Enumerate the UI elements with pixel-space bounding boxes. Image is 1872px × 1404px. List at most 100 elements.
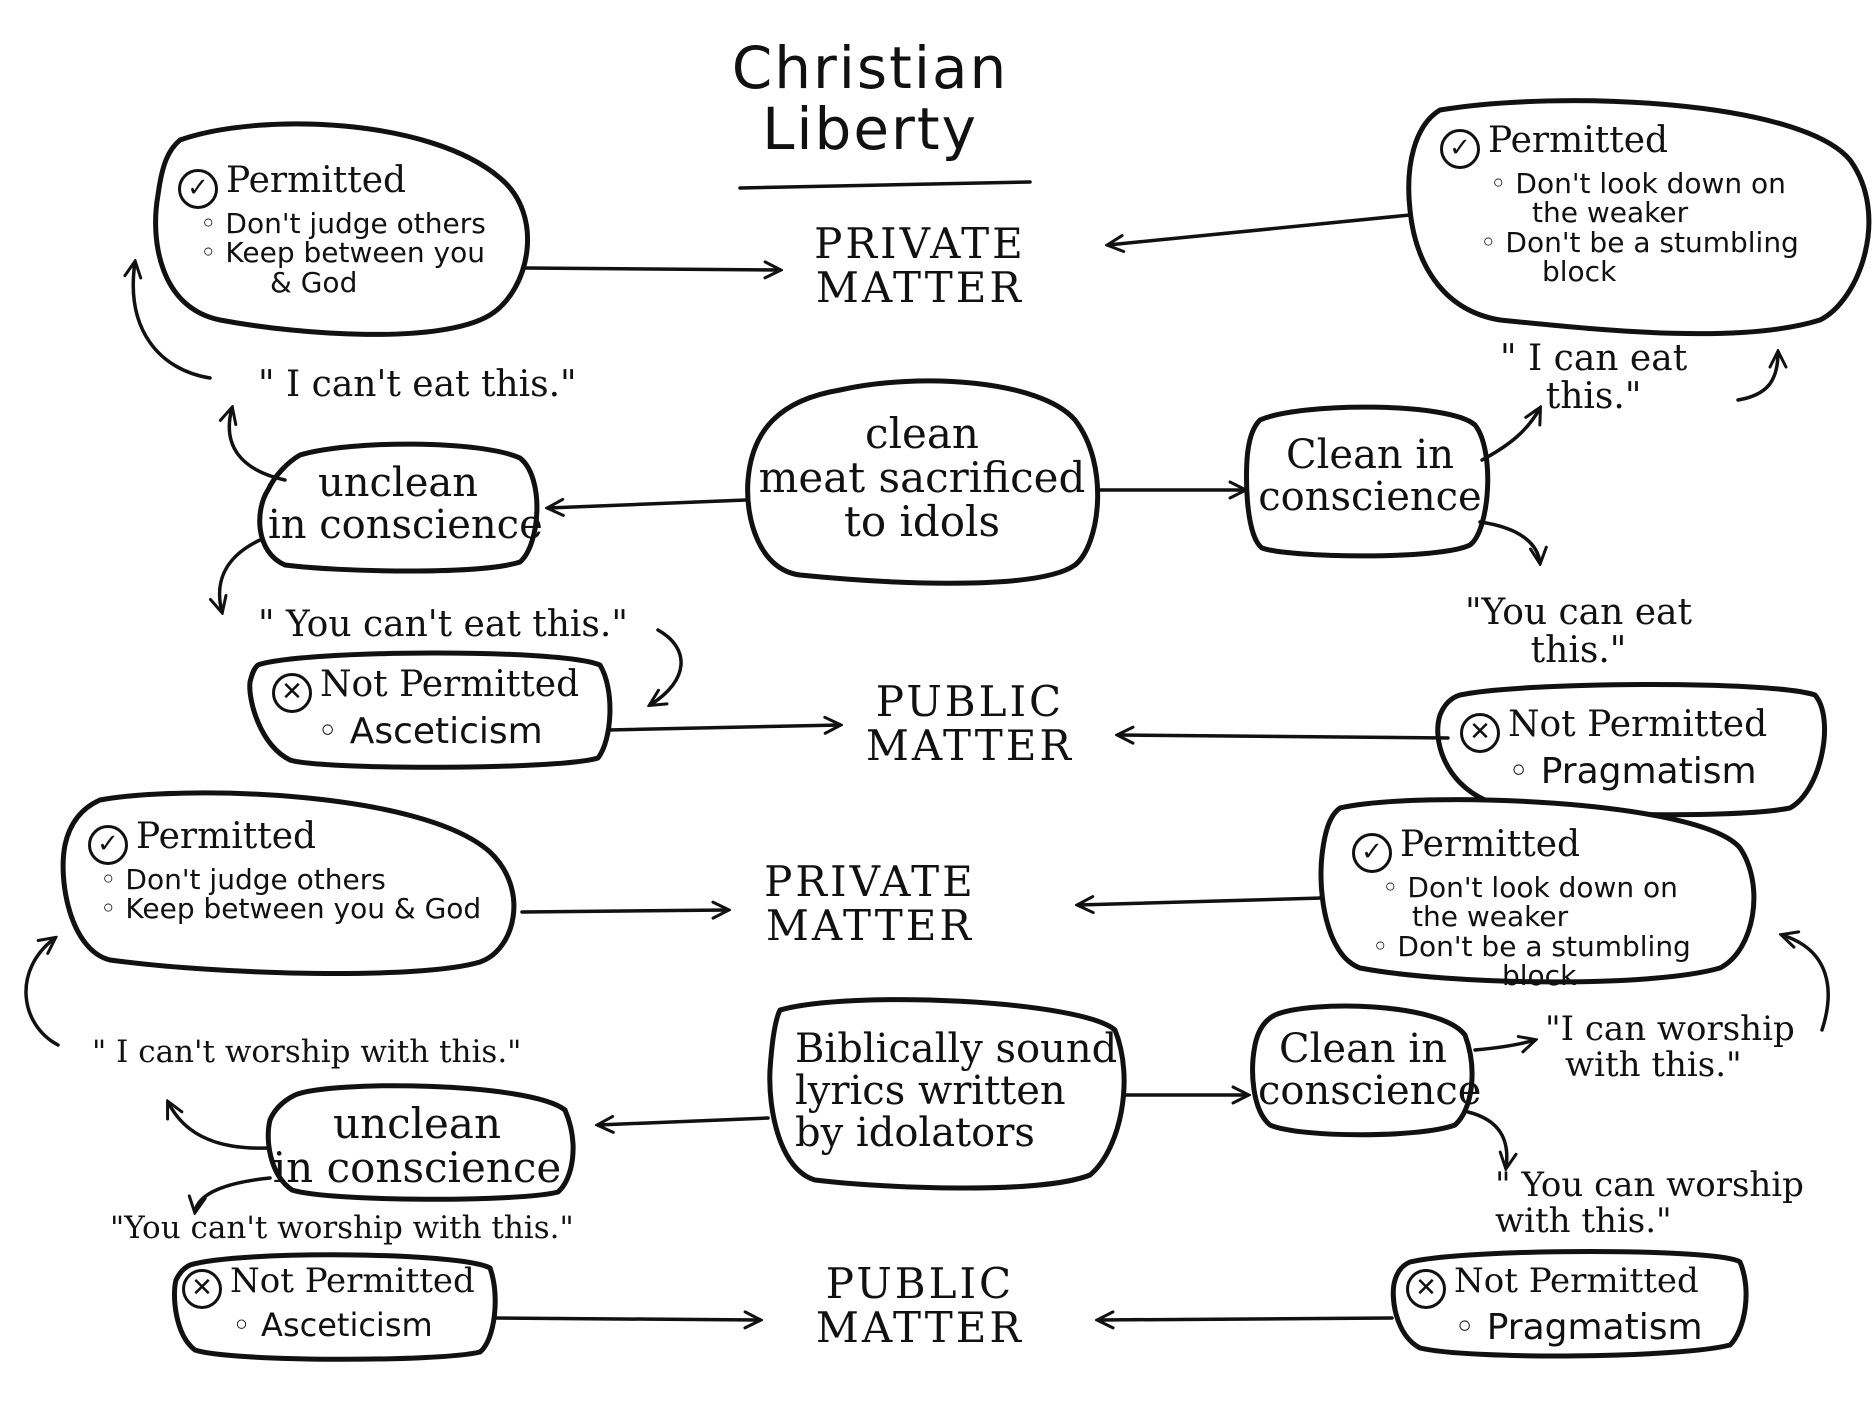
s1-arrow-right-not-permitted-to-public <box>1118 735 1450 738</box>
s2-left-not-permitted-bubble <box>171 1252 498 1362</box>
s1-arrow-unclean-to-quote-cant <box>229 408 287 482</box>
s2-arrow-not-permitted-to-public <box>493 1318 760 1320</box>
s2-arrow-clean-to-quote-you-can <box>1466 1110 1507 1168</box>
bullet-item: block <box>1542 255 1617 289</box>
x-circle-icon: ✕ <box>272 673 312 713</box>
unclean-line: in conscience <box>272 1143 562 1193</box>
x-circle-icon: ✕ <box>182 1269 222 1309</box>
s2-unclean-label: unclean in conscience <box>272 1099 562 1193</box>
s1-public-matter-label: PUBLIC MATTER <box>840 677 1100 771</box>
s1-left-permitted-bubble <box>153 121 531 337</box>
title-underline <box>738 180 1032 190</box>
s1-clean-label: Clean in conscience <box>1255 434 1485 518</box>
s1-left-not-permitted: ✕Not Permitted ◦ Asceticism <box>272 666 579 751</box>
s2-arrow-right-permitted-to-private <box>1078 898 1324 905</box>
permitted-heading: Permitted <box>226 160 407 201</box>
center-line: Biblically sound <box>795 1026 1118 1072</box>
bullet-item: the weaker <box>1532 196 1689 230</box>
s1-right-permitted: ✓Permitted ◦ Don't look down on the weak… <box>1440 122 1799 287</box>
bullet-item: Keep between you <box>225 236 485 270</box>
quote-line: " I can eat <box>1500 338 1688 379</box>
s1-arrow-clean-to-quote-you-can <box>1478 520 1540 563</box>
bullet-item: the weaker <box>1412 900 1569 934</box>
center-line: lyrics written <box>795 1068 1066 1114</box>
s1-unclean-bubble <box>257 441 540 574</box>
s2-clean-label: Clean in conscience <box>1258 1026 1481 1112</box>
public-word: PUBLIC <box>875 677 1065 726</box>
s2-quote-can-worship: "I can worship with this." <box>1545 1009 1795 1083</box>
bullet-item: Don't be a stumbling <box>1397 929 1691 963</box>
unclean-line: unclean <box>318 460 478 506</box>
not-permitted-heading: Not Permitted <box>1454 1261 1699 1301</box>
quote-line: this." <box>1545 375 1642 417</box>
bullet-item: Don't judge others <box>225 207 486 240</box>
s1-center-bubble <box>745 378 1101 586</box>
bullet-item: & God <box>270 265 358 299</box>
s1-arrow-quote-can-to-permitted <box>1736 352 1778 402</box>
center-line: meat sacrificed <box>758 453 1086 503</box>
page-title: Christian Liberty <box>690 38 1050 160</box>
unclean-line: unclean <box>333 1099 501 1148</box>
title-line-1: Christian <box>731 34 1009 102</box>
private-word: PRIVATE <box>814 219 1026 268</box>
s1-quote-you-cant-eat: " You can't eat this." <box>258 604 628 645</box>
bullet-item: Don't look down on <box>1407 871 1678 904</box>
private-word: PRIVATE <box>764 857 976 906</box>
s2-center-bubble <box>767 997 1127 1191</box>
s1-arrow-quote-cant-to-permitted <box>133 262 212 380</box>
bullet-item: Don't judge others <box>125 863 386 896</box>
s1-right-not-permitted-bubble <box>1435 681 1828 818</box>
quote-line: " You can worship <box>1495 1165 1804 1205</box>
s1-arrow-quote-you-cant-to-not-permitted <box>650 628 683 705</box>
quote-line: "I can worship <box>1545 1009 1795 1049</box>
s2-left-permitted: ✓Permitted ◦ Don't judge others ◦ Keep b… <box>88 818 481 924</box>
s2-right-not-permitted: ✕Not Permitted ◦ Pragmatism <box>1406 1261 1703 1347</box>
matter-word: MATTER <box>765 901 975 951</box>
matter-word: MATTER <box>815 263 1025 313</box>
center-line: to idols <box>843 497 1001 547</box>
s1-right-permitted-bubble <box>1406 98 1872 337</box>
s2-left-not-permitted: ✕Not Permitted ◦ Asceticism <box>182 1261 475 1343</box>
s1-arrow-left-permitted-to-private <box>523 268 780 270</box>
s2-clean-bubble <box>1250 1003 1475 1138</box>
not-permitted-heading: Not Permitted <box>230 1261 475 1301</box>
s2-arrow-quote-cant-to-permitted <box>24 938 60 1047</box>
s2-arrow-right-not-permitted-to-public <box>1098 1318 1394 1320</box>
quote-line: "You can eat <box>1465 592 1692 633</box>
s1-arrow-not-permitted-to-public <box>606 725 840 730</box>
s1-left-not-permitted-bubble <box>247 650 613 770</box>
s2-right-not-permitted-bubble <box>1390 1249 1749 1359</box>
s2-arrow-center-to-unclean <box>598 1118 770 1125</box>
x-circle-icon: ✕ <box>1406 1269 1446 1309</box>
s1-arrow-right-permitted-to-private <box>1108 213 1412 245</box>
s1-left-permitted: ✓Permitted ◦ Don't judge others ◦ Keep b… <box>178 162 486 297</box>
bullet-item: Don't be a stumbling <box>1505 225 1799 259</box>
checkmark-circle-icon: ✓ <box>88 825 128 865</box>
s2-private-matter-label: PRIVATE MATTER <box>740 857 1000 951</box>
clean-line: conscience <box>1258 474 1482 520</box>
s1-arrow-clean-to-quote-can <box>1480 408 1540 462</box>
s2-arrow-unclean-to-quote-cant <box>168 1102 270 1150</box>
s2-public-matter-label: PUBLIC MATTER <box>790 1261 1050 1350</box>
checkmark-circle-icon: ✓ <box>178 169 218 209</box>
s2-quote-cant-worship: " I can't worship with this." <box>92 1034 522 1070</box>
bullet-item: block <box>1502 959 1577 993</box>
s1-private-matter-label: PRIVATE MATTER <box>790 219 1050 313</box>
s1-clean-bubble <box>1243 404 1491 559</box>
s2-right-permitted: ✓Permitted ◦ Don't look down on the weak… <box>1352 826 1691 991</box>
s1-arrow-unclean-to-quote-you-cant <box>220 538 262 612</box>
s2-unclean-bubble <box>265 1083 576 1202</box>
bullet-item: Pragmatism <box>1540 751 1757 792</box>
s2-right-permitted-bubble <box>1318 797 1757 985</box>
s2-arrow-left-permitted-to-private <box>520 910 728 912</box>
s1-unclean-label: unclean in conscience <box>268 460 543 546</box>
s1-center-label: clean meat sacrificed to idols <box>752 411 1092 547</box>
bullet-item: Keep between you & God <box>125 892 482 926</box>
checkmark-circle-icon: ✓ <box>1440 129 1480 169</box>
clean-line: Clean in <box>1279 1026 1447 1072</box>
s2-quote-you-can-worship: " You can worship with this." <box>1495 1165 1804 1241</box>
s2-arrow-quote-can-to-permitted <box>1782 935 1830 1032</box>
quote-line: with this." <box>1495 1200 1672 1241</box>
permitted-heading: Permitted <box>1488 120 1669 161</box>
matter-word: MATTER <box>865 721 1075 771</box>
